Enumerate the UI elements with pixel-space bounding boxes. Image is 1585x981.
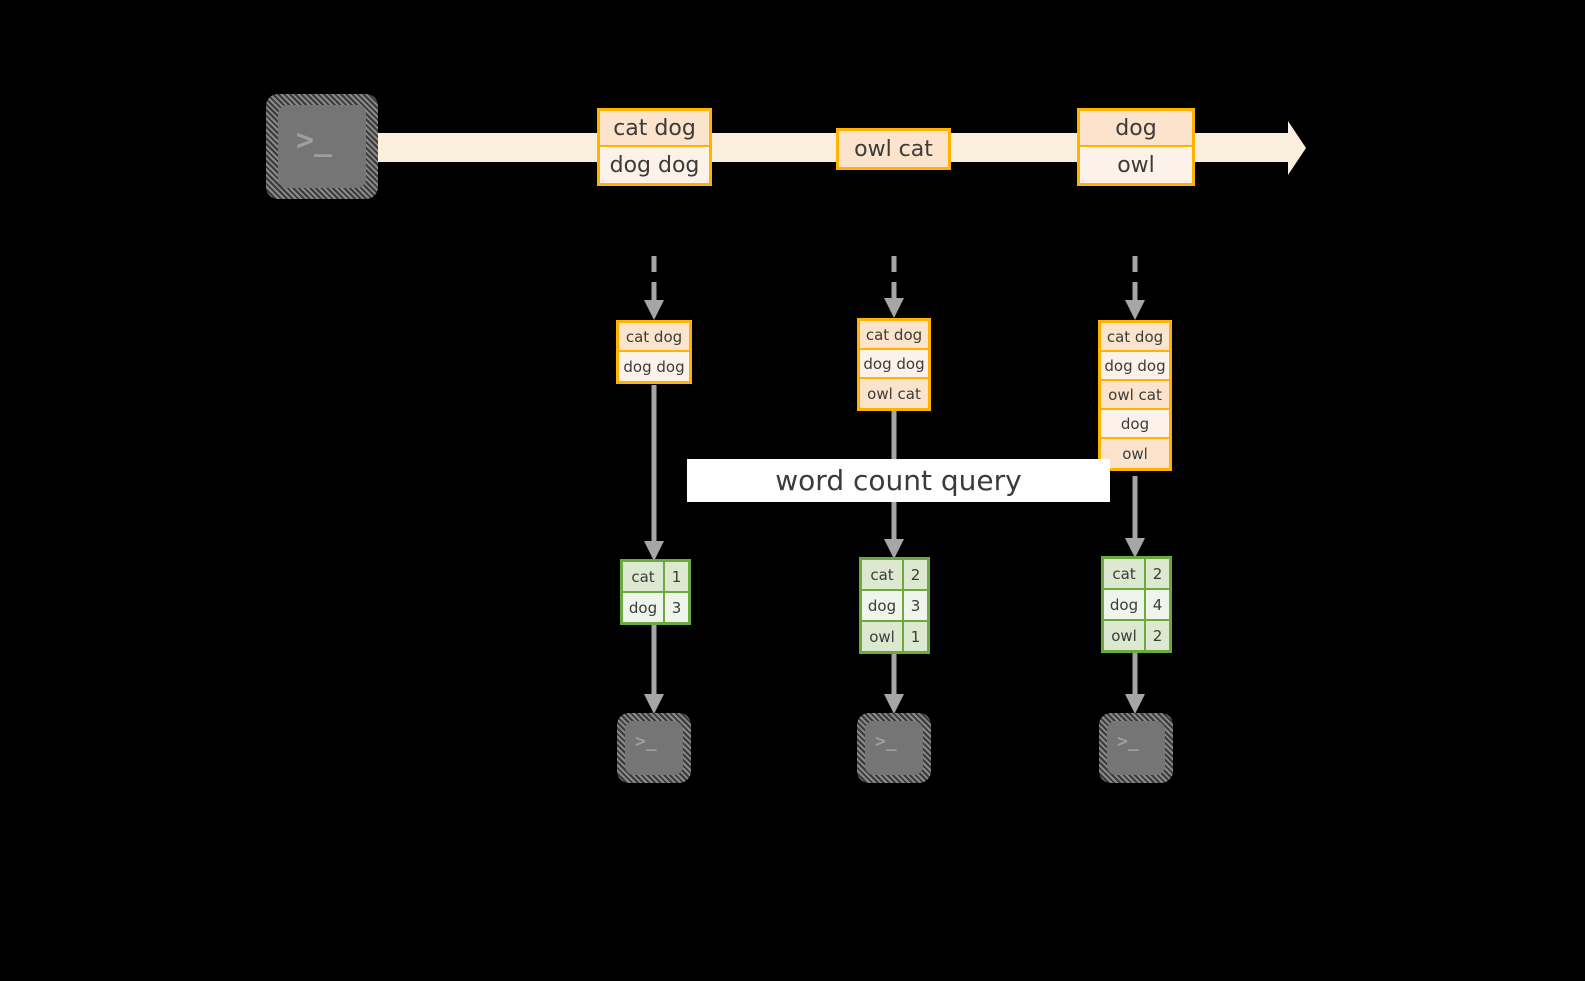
buffer-line: owl cat [1101,381,1169,410]
result-count: 2 [904,560,927,589]
record-line: owl cat [839,131,948,167]
result-table-snapshot-1[interactable]: cat 1 dog 3 [620,559,691,625]
result-count: 3 [904,591,927,620]
buffer-line: owl cat [860,379,928,408]
terminal-prompt-icon: >_ [635,731,657,752]
down-arrow-icon-emit-1 [644,624,664,714]
buffer-line: owl [1101,439,1169,468]
table-row: dog 4 [1104,590,1169,621]
down-arrow-icon-emit-3 [1125,653,1145,714]
result-word: cat [623,562,665,591]
buffer-line: cat dog [1101,323,1169,352]
record-line: owl [1080,147,1192,183]
record-line: dog dog [600,147,709,183]
buffer-line: dog dog [619,352,689,381]
table-row: owl 2 [1104,621,1169,650]
table-row: cat 2 [862,560,927,591]
result-word: cat [862,560,904,589]
down-arrow-icon-process-3 [1125,476,1145,558]
table-row: cat 1 [623,562,688,593]
buffer-snapshot-2[interactable]: cat dog dog dog owl cat [857,318,931,411]
query-label-text: word count query [775,464,1022,497]
dashed-down-arrow-head-1 [644,300,664,320]
result-word: dog [623,593,665,622]
terminal-face [865,721,923,775]
buffer-line: cat dog [619,323,689,352]
result-count: 1 [904,622,927,651]
terminal-prompt-icon: >_ [296,123,333,158]
result-word: dog [1104,590,1146,619]
dashed-down-arrow-head-3 [1125,300,1145,320]
terminal-face [1107,721,1165,775]
table-row: owl 1 [862,622,927,651]
table-row: cat 2 [1104,559,1169,590]
table-row: dog 3 [623,593,688,622]
result-count: 3 [665,593,688,622]
stream-record-3[interactable]: dog owl [1077,108,1195,186]
buffer-line: dog dog [1101,352,1169,381]
result-count: 2 [1146,559,1169,588]
buffer-line: cat dog [860,321,928,350]
terminal-prompt-icon: >_ [1117,731,1139,752]
buffer-snapshot-3[interactable]: cat dog dog dog owl cat dog owl [1098,320,1172,471]
result-word: cat [1104,559,1146,588]
buffer-line: dog dog [860,350,928,379]
result-word: dog [862,591,904,620]
terminal-prompt-icon: >_ [875,731,897,752]
dashed-down-arrow-head-2 [884,298,904,318]
record-line: dog [1080,111,1192,147]
result-table-snapshot-2[interactable]: cat 2 dog 3 owl 1 [859,557,930,654]
record-line: cat dog [600,111,709,147]
stream-record-1[interactable]: cat dog dog dog [597,108,712,186]
result-table-snapshot-3[interactable]: cat 2 dog 4 owl 2 [1101,556,1172,653]
result-word: owl [862,622,904,651]
query-label: word count query [687,459,1110,502]
terminal-face [278,105,366,188]
result-word: owl [1104,621,1146,650]
terminal-face [625,721,683,775]
buffer-snapshot-1[interactable]: cat dog dog dog [616,320,692,384]
sink-terminal-2[interactable]: >_ [857,713,931,783]
source-terminal[interactable]: >_ [266,94,378,199]
down-arrow-icon-emit-2 [884,653,904,714]
stream-record-2[interactable]: owl cat [836,128,951,170]
result-count: 1 [665,562,688,591]
result-count: 2 [1146,621,1169,650]
table-row: dog 3 [862,591,927,622]
result-count: 4 [1146,590,1169,619]
buffer-line: dog [1101,410,1169,439]
sink-terminal-3[interactable]: >_ [1099,713,1173,783]
sink-terminal-1[interactable]: >_ [617,713,691,783]
down-arrow-icon-process-1 [644,385,664,561]
